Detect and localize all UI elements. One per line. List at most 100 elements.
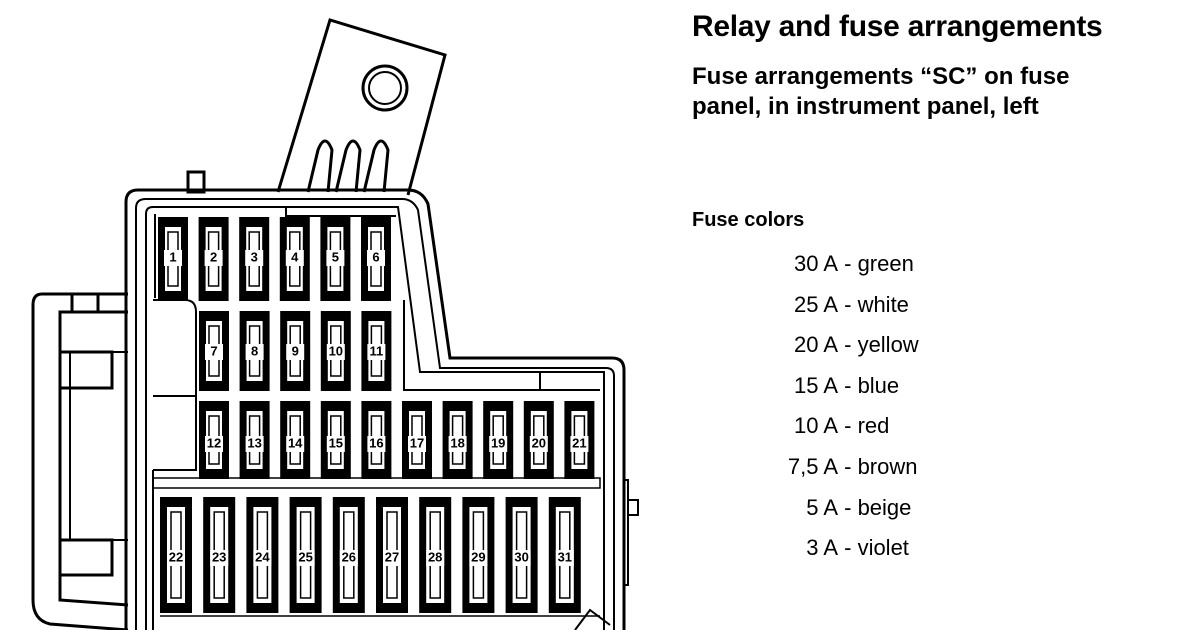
fuse-bottom-cap: [321, 469, 350, 478]
fuse-amperage: 3 A: [806, 535, 838, 561]
fuse-top-cap: [420, 498, 451, 507]
fuse: 18: [442, 401, 473, 479]
fuse-right-blade: [228, 498, 235, 612]
fuse: 30: [505, 497, 538, 613]
fuse: 5: [320, 217, 351, 301]
fuse-color-item: 25 A - white: [770, 289, 919, 330]
fuse-right-blade: [343, 312, 350, 390]
fuse-number-label: 29: [471, 549, 485, 564]
fuse-label-background: [253, 550, 272, 566]
fuse-right-blade: [303, 312, 310, 390]
fuse-left-blade: [362, 218, 368, 300]
fuse-left-blade: [240, 402, 247, 478]
fuse-color-item: 15 A - blue: [770, 370, 919, 411]
fuse-number-label: 22: [169, 549, 183, 564]
fuse-amperage: 20 A: [793, 332, 838, 358]
fuse-label-background: [205, 436, 223, 452]
fuse-label-background: [326, 436, 345, 452]
fuse-bottom-cap: [362, 291, 390, 300]
fuse-right-blade: [384, 312, 391, 390]
left-bracket: [31, 292, 129, 630]
fuse: 23: [203, 497, 236, 613]
fuse-bottom-cap: [240, 381, 269, 390]
fuse-top-cap: [204, 498, 235, 507]
fuse-left-blade: [290, 498, 297, 612]
fuse: 12: [199, 401, 229, 479]
fuse-top-cap: [549, 498, 580, 507]
fuse-left-blade: [281, 312, 288, 390]
fuse-amperage: 7,5 A: [787, 453, 838, 479]
fuse-number-label: 30: [514, 549, 528, 564]
fuse-label-background: [326, 250, 345, 266]
fuse-left-blade: [199, 218, 206, 300]
fuse-number-label: 25: [298, 549, 312, 564]
fuse-top-cap: [362, 402, 391, 411]
fuse-bottom-cap: [290, 603, 321, 612]
fuse-left-blade: [161, 498, 167, 612]
fuse-left-blade: [240, 312, 247, 390]
fuse-right-blade: [573, 498, 580, 612]
fuse: 28: [419, 497, 452, 613]
mounting-tab: [276, 18, 447, 196]
fuse-color: white: [857, 291, 909, 317]
fuse-bottom-cap: [161, 603, 191, 612]
fuse-bottom-cap: [281, 381, 310, 390]
fuse-color-item: 3 A - violet: [770, 532, 919, 573]
fuse-left-blade: [403, 402, 409, 478]
fuse-color: red: [857, 413, 890, 439]
fuse-label-background: [367, 250, 385, 266]
fuse-color: yellow: [857, 332, 919, 358]
fuse-label-background: [286, 344, 305, 360]
fuse-label-background: [286, 436, 305, 452]
fuse: 16: [361, 401, 392, 479]
fuse-left-blade: [549, 498, 556, 612]
fuse-right-blade: [221, 218, 228, 300]
fuse-number-label: 10: [329, 343, 343, 358]
fuse-label-background: [555, 550, 574, 566]
fuse-number-label: 13: [247, 435, 261, 450]
fuse-color-list: 30 A - green 25 A - white 20 A - yellow …: [770, 248, 919, 573]
fuse-top-cap: [321, 218, 350, 227]
fuse-bottom-cap: [321, 291, 350, 300]
fuse-right-blade: [401, 498, 407, 612]
fuse-number-label: 11: [370, 343, 384, 358]
fuse-top-cap: [524, 402, 553, 411]
fuse-number-label: 12: [207, 435, 221, 450]
fuse-amperage: 10 A: [793, 413, 838, 439]
fuse-number-label: 31: [558, 549, 572, 564]
fuse-color-item: 7,5 A - brown: [770, 451, 919, 492]
fuse-color: beige: [857, 494, 912, 520]
fuse: 27: [376, 497, 408, 613]
fuse-number-label: 6: [372, 249, 379, 264]
fuse-right-blade: [465, 402, 472, 478]
fuse: 4: [279, 217, 310, 301]
fuse-color-item: 10 A - red: [770, 410, 919, 451]
fuse-bottom-cap: [443, 469, 472, 478]
fuse-number-label: 18: [450, 435, 464, 450]
fuse-top-cap: [463, 498, 494, 507]
fuse-bottom-cap: [240, 469, 269, 478]
fuse-right-blade: [303, 402, 310, 478]
fuse-number-label: 9: [292, 343, 299, 358]
fuse-bottom-cap: [159, 291, 187, 300]
fuse-number-label: 5: [332, 249, 339, 264]
fuse-top-cap: [281, 402, 310, 411]
fuse-left-blade: [200, 312, 206, 390]
fuse-bottom-cap: [524, 469, 553, 478]
fuse-right-blade: [302, 218, 309, 300]
fuse: 22: [160, 497, 192, 613]
fuse-label-background: [245, 250, 264, 266]
fuse-amperage: 30 A: [793, 251, 838, 276]
fuse-amperage: 25 A: [793, 291, 838, 317]
fuse-left-blade: [321, 312, 328, 390]
fuse: 13: [239, 401, 270, 479]
fuse-bottom-cap: [333, 603, 364, 612]
fuse-number-label: 1: [169, 249, 176, 264]
fuse-left-blade: [420, 498, 427, 612]
fuse-number-label: 20: [532, 435, 546, 450]
fuse-top-cap: [199, 218, 228, 227]
fuse-right-blade: [357, 498, 364, 612]
fuse-top-cap: [443, 402, 472, 411]
fuse-top-cap: [506, 498, 537, 507]
fuse-right-blade: [546, 402, 553, 478]
